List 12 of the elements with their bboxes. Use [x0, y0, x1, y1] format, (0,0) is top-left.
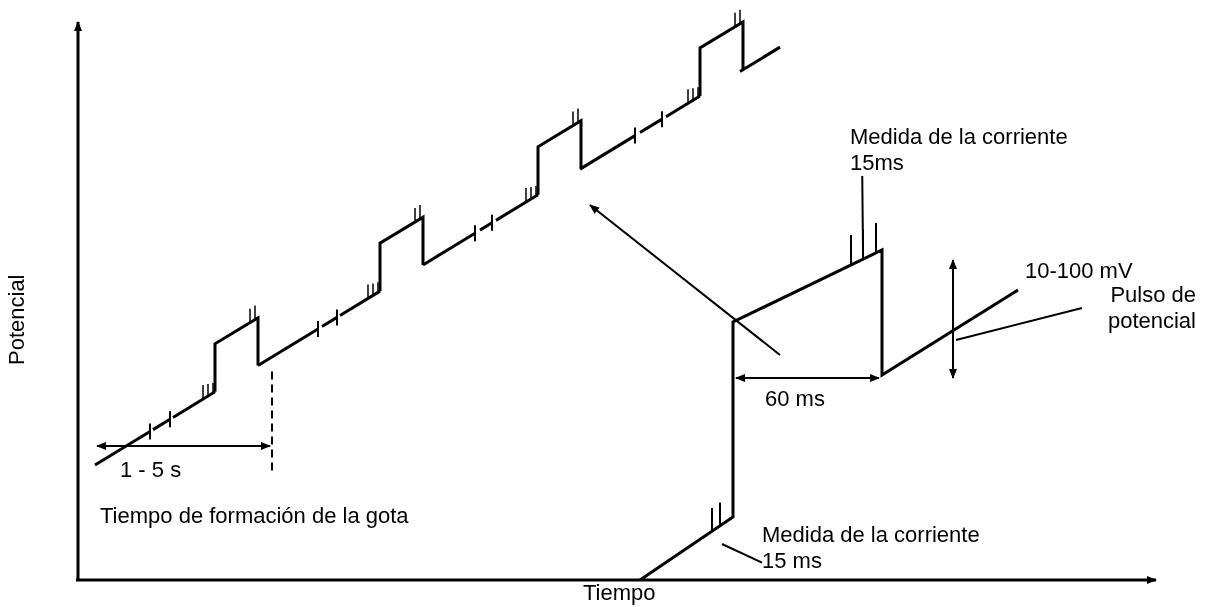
leader-line [955, 307, 1083, 341]
leader-line [721, 543, 763, 564]
amplitude-label: 10-100 mV [1025, 258, 1133, 284]
dimension-label: 1 - 5 s [120, 457, 182, 483]
leader-line [861, 175, 864, 251]
dimension-label: 60 ms [765, 386, 825, 412]
axis-label: Potencial [4, 274, 30, 365]
axis-caption: Tiempo de formación de la gota [100, 503, 409, 529]
annotation-text: Medida de la corriente 15 ms [762, 522, 1002, 574]
axis-label: Tiempo [583, 580, 656, 606]
annotation-text: Pulso de potencial [1082, 282, 1196, 334]
annotation-text: Medida de la corriente 15ms [850, 124, 1095, 176]
